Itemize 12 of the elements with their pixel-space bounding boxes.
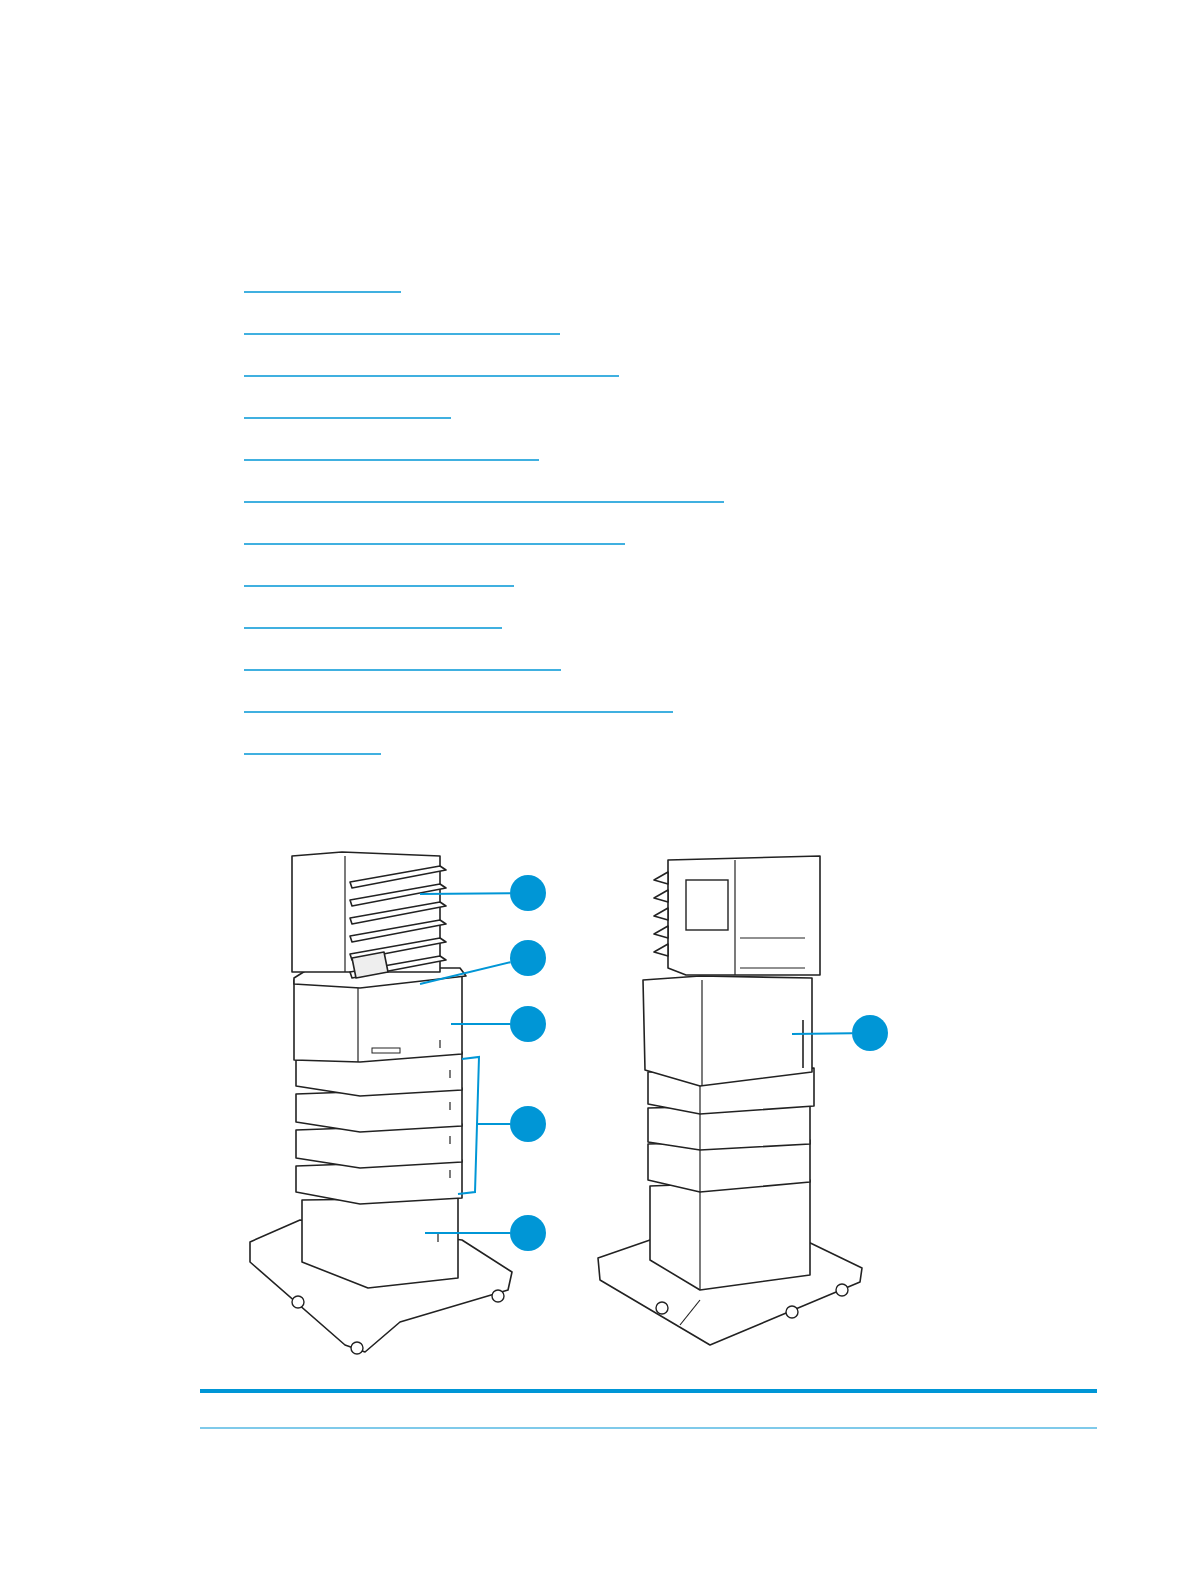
leader-line	[419, 961, 512, 985]
leader-bracket	[457, 1055, 511, 1195]
callout-circle	[852, 1015, 888, 1051]
leader-line	[424, 1232, 511, 1234]
callout-circle	[510, 1106, 546, 1142]
callout-circle	[510, 1215, 546, 1251]
callout-circle	[510, 940, 546, 976]
leader-line	[791, 1032, 853, 1035]
callout-circle	[510, 1006, 546, 1042]
leader-line	[419, 892, 511, 895]
leader-line	[450, 1023, 511, 1025]
callout-circle	[510, 875, 546, 911]
